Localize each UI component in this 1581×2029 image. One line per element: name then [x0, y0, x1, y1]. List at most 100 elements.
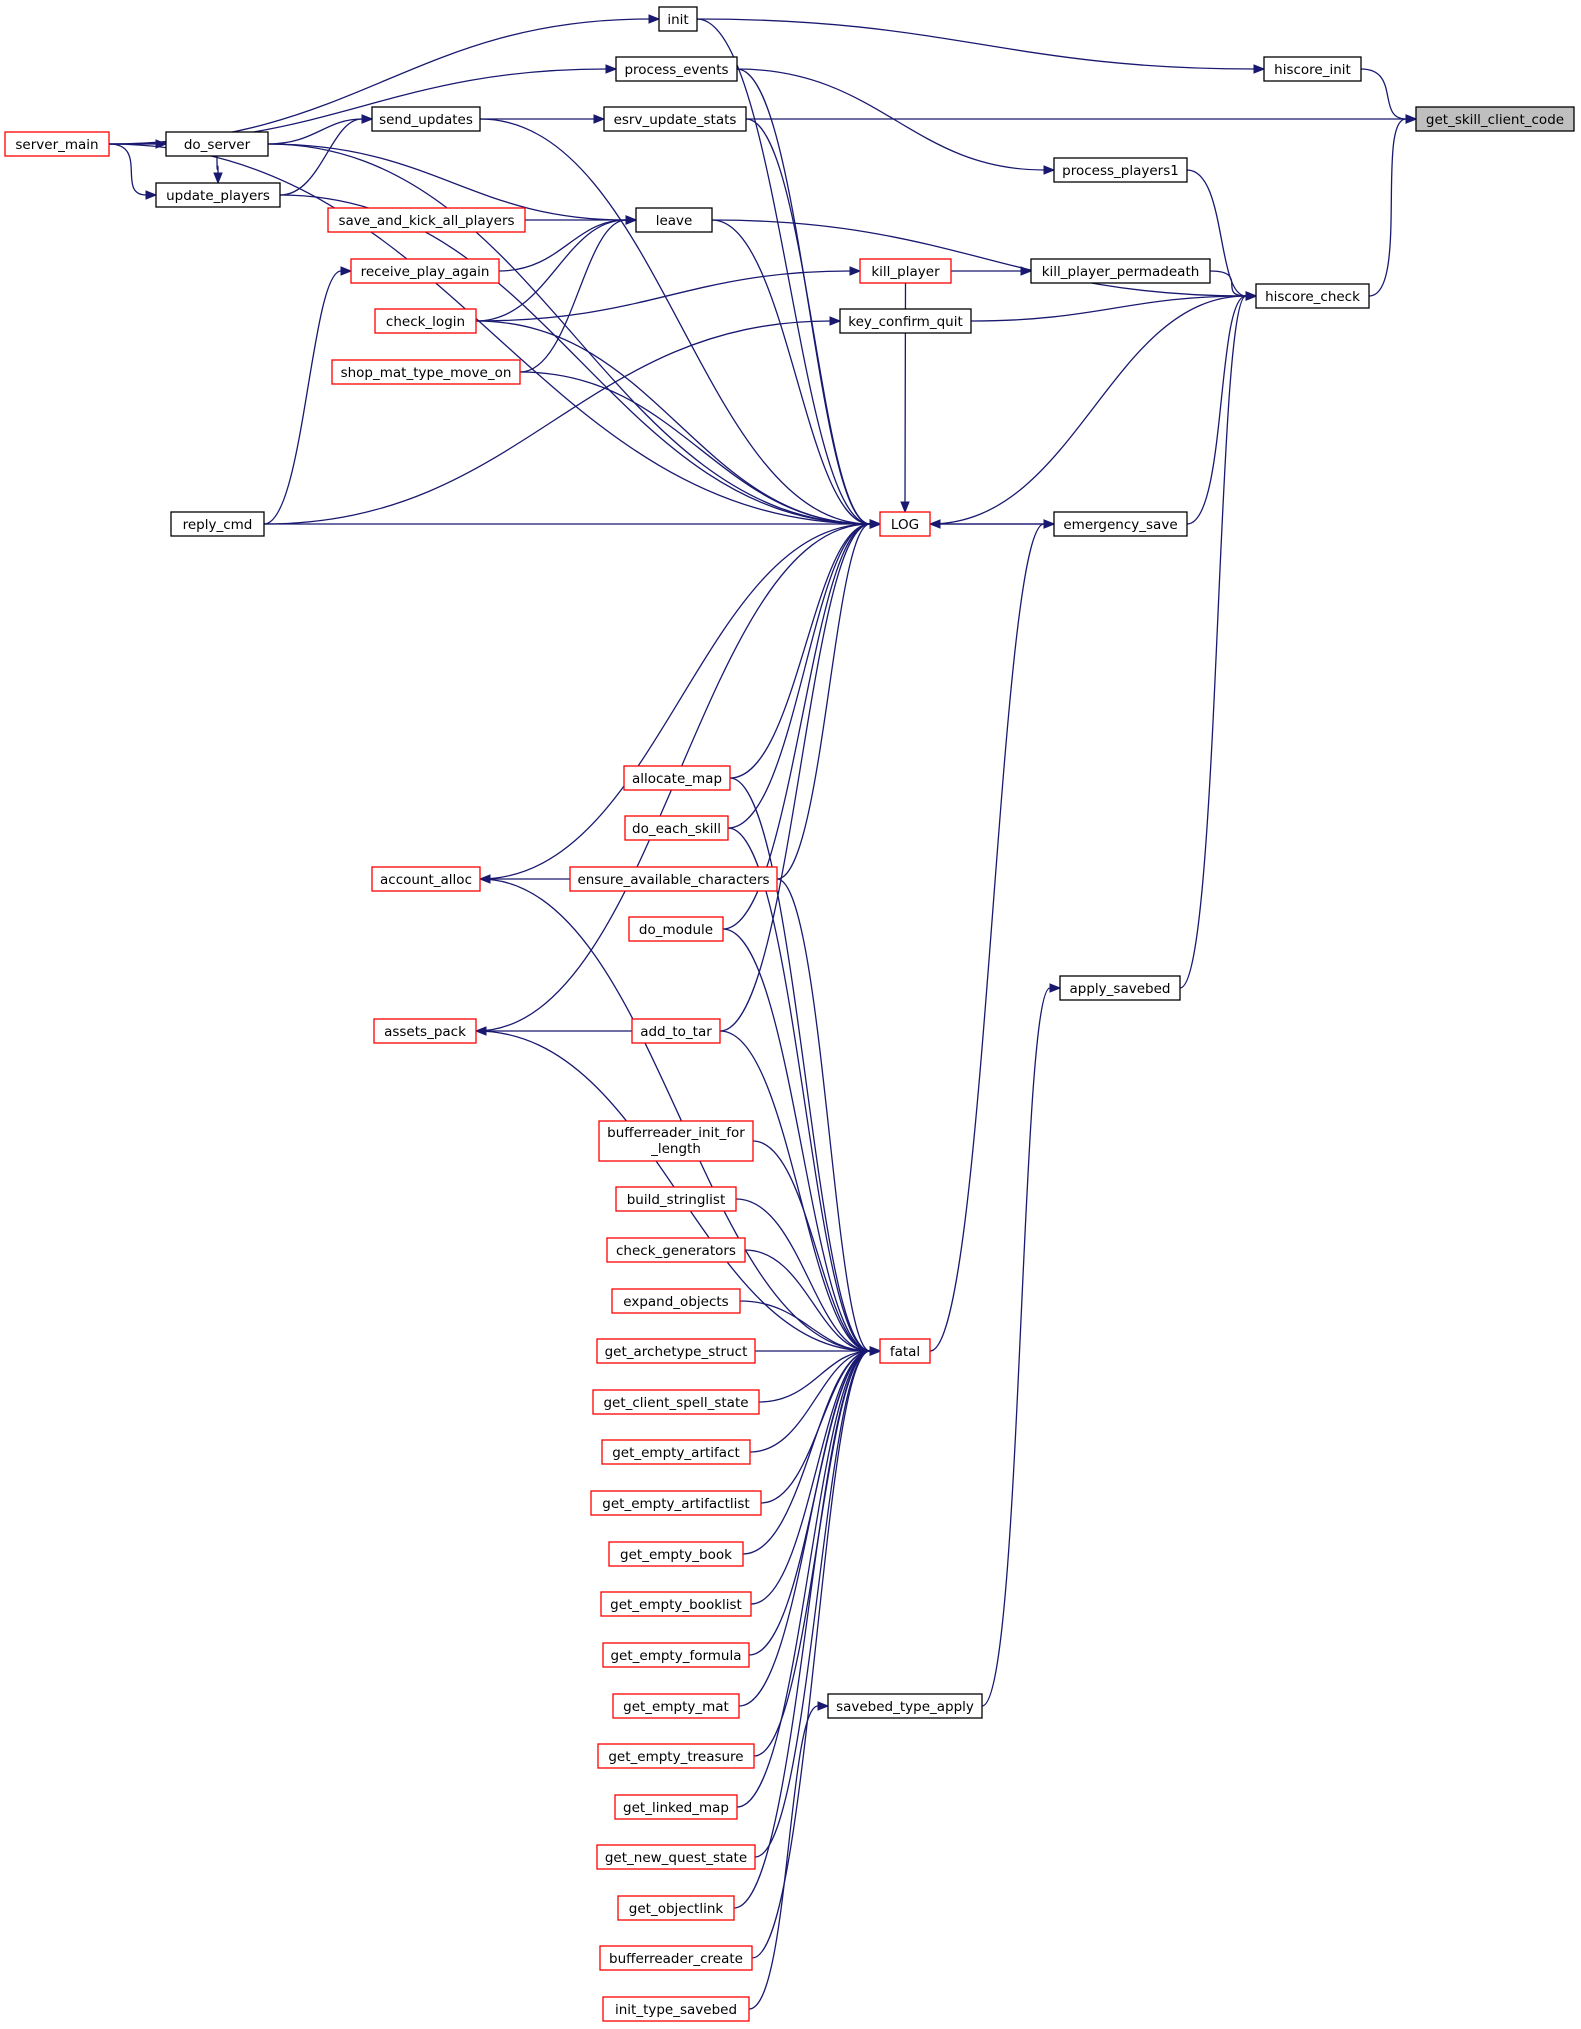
node-box-get_empty_artifactlist[interactable]	[590, 1490, 762, 1516]
node-add_to_tar[interactable]: add_to_tar	[631, 1018, 721, 1044]
node-esrv_update_stats[interactable]: esrv_update_stats	[603, 106, 747, 132]
node-box-save_and_kick_all_players[interactable]	[327, 207, 526, 233]
node-get_objectlink[interactable]: get_objectlink	[617, 1895, 735, 1921]
node-box-init[interactable]	[658, 6, 698, 32]
node-allocate_map[interactable]: allocate_map	[623, 765, 731, 791]
node-do_each_skill[interactable]: do_each_skill	[624, 815, 729, 841]
node-get_archetype_struct[interactable]: get_archetype_struct	[596, 1338, 756, 1364]
node-box-hiscore_init[interactable]	[1263, 56, 1362, 82]
node-box-check_generators[interactable]	[606, 1237, 746, 1263]
node-box-process_events[interactable]	[615, 56, 738, 82]
node-update_players[interactable]: update_players	[155, 182, 281, 208]
node-box-update_players[interactable]	[155, 182, 281, 208]
node-box-get_objectlink[interactable]	[617, 1895, 735, 1921]
node-save_and_kick_all_players[interactable]: save_and_kick_all_players	[327, 207, 526, 233]
node-box-apply_savebed[interactable]	[1059, 975, 1181, 1001]
node-box-get_linked_map[interactable]	[614, 1794, 738, 1820]
node-box-assets_pack[interactable]	[373, 1018, 477, 1044]
node-init[interactable]: init	[658, 6, 698, 32]
node-box-fatal[interactable]	[879, 1338, 931, 1364]
node-bufferreader_init_for_length[interactable]: bufferreader_init_for_length	[598, 1120, 754, 1162]
node-reply_cmd[interactable]: reply_cmd	[170, 511, 265, 537]
node-get_empty_book[interactable]: get_empty_book	[608, 1541, 744, 1567]
node-bufferreader_create[interactable]: bufferreader_create	[599, 1945, 753, 1971]
node-box-savebed_type_apply[interactable]	[827, 1693, 983, 1719]
node-box-process_players1[interactable]	[1053, 157, 1188, 183]
node-box-bufferreader_create[interactable]	[599, 1945, 753, 1971]
node-box-hiscore_check[interactable]	[1255, 283, 1370, 309]
node-emergency_save[interactable]: emergency_save	[1053, 511, 1188, 537]
node-box-bufferreader_init_for_length[interactable]	[598, 1120, 754, 1162]
node-box-get_empty_treasure[interactable]	[597, 1743, 755, 1769]
node-box-build_stringlist[interactable]	[615, 1186, 737, 1212]
node-receive_play_again[interactable]: receive_play_again	[350, 258, 500, 284]
node-leave[interactable]: leave	[635, 207, 713, 233]
node-box-emergency_save[interactable]	[1053, 511, 1188, 537]
node-box-get_client_spell_state[interactable]	[592, 1389, 760, 1415]
node-build_stringlist[interactable]: build_stringlist	[615, 1186, 737, 1212]
node-ensure_available_characters[interactable]: ensure_available_characters	[569, 866, 778, 892]
node-box-kill_player[interactable]	[859, 258, 952, 284]
node-key_confirm_quit[interactable]: key_confirm_quit	[839, 308, 972, 334]
node-box-account_alloc[interactable]	[371, 866, 481, 892]
node-get_empty_artifact[interactable]: get_empty_artifact	[601, 1439, 751, 1465]
node-get_empty_formula[interactable]: get_empty_formula	[602, 1642, 750, 1668]
node-box-get_empty_artifact[interactable]	[601, 1439, 751, 1465]
node-get_client_spell_state[interactable]: get_client_spell_state	[592, 1389, 760, 1415]
node-process_events[interactable]: process_events	[615, 56, 738, 82]
node-server_main[interactable]: server_main	[4, 131, 110, 157]
node-box-expand_objects[interactable]	[611, 1288, 741, 1314]
node-box-LOG[interactable]	[879, 511, 931, 537]
node-process_players1[interactable]: process_players1	[1053, 157, 1188, 183]
node-init_type_savebed[interactable]: init_type_savebed	[602, 1996, 750, 2022]
node-get_empty_treasure[interactable]: get_empty_treasure	[597, 1743, 755, 1769]
node-send_updates[interactable]: send_updates	[371, 106, 481, 132]
node-box-allocate_map[interactable]	[623, 765, 731, 791]
node-get_linked_map[interactable]: get_linked_map	[614, 1794, 738, 1820]
node-box-kill_player_permadeath[interactable]	[1030, 258, 1211, 284]
node-box-receive_play_again[interactable]	[350, 258, 500, 284]
node-shop_mat_type_move_on[interactable]: shop_mat_type_move_on	[331, 359, 521, 385]
node-box-get_empty_booklist[interactable]	[600, 1591, 752, 1617]
node-get_empty_booklist[interactable]: get_empty_booklist	[600, 1591, 752, 1617]
node-check_login[interactable]: check_login	[374, 308, 477, 334]
node-assets_pack[interactable]: assets_pack	[373, 1018, 477, 1044]
node-expand_objects[interactable]: expand_objects	[611, 1288, 741, 1314]
node-box-add_to_tar[interactable]	[631, 1018, 721, 1044]
node-savebed_type_apply[interactable]: savebed_type_apply	[827, 1693, 983, 1719]
node-box-esrv_update_stats[interactable]	[603, 106, 747, 132]
node-box-key_confirm_quit[interactable]	[839, 308, 972, 334]
node-box-check_login[interactable]	[374, 308, 477, 334]
node-account_alloc[interactable]: account_alloc	[371, 866, 481, 892]
node-apply_savebed[interactable]: apply_savebed	[1059, 975, 1181, 1001]
node-get_empty_mat[interactable]: get_empty_mat	[612, 1693, 740, 1719]
node-box-get_archetype_struct[interactable]	[596, 1338, 756, 1364]
node-get_skill_client_code[interactable]: get_skill_client_code	[1415, 106, 1575, 132]
node-hiscore_init[interactable]: hiscore_init	[1263, 56, 1362, 82]
node-hiscore_check[interactable]: hiscore_check	[1255, 283, 1370, 309]
node-box-shop_mat_type_move_on[interactable]	[331, 359, 521, 385]
node-box-get_new_quest_state[interactable]	[596, 1844, 756, 1870]
node-box-reply_cmd[interactable]	[170, 511, 265, 537]
node-box-server_main[interactable]	[4, 131, 110, 157]
node-kill_player[interactable]: kill_player	[859, 258, 952, 284]
node-box-do_each_skill[interactable]	[624, 815, 729, 841]
node-box-get_empty_book[interactable]	[608, 1541, 744, 1567]
node-get_empty_artifactlist[interactable]: get_empty_artifactlist	[590, 1490, 762, 1516]
node-box-get_skill_client_code[interactable]	[1415, 106, 1575, 132]
node-fatal[interactable]: fatal	[879, 1338, 931, 1364]
node-kill_player_permadeath[interactable]: kill_player_permadeath	[1030, 258, 1211, 284]
node-box-do_module[interactable]	[628, 916, 724, 942]
node-check_generators[interactable]: check_generators	[606, 1237, 746, 1263]
node-box-ensure_available_characters[interactable]	[569, 866, 778, 892]
node-box-send_updates[interactable]	[371, 106, 481, 132]
node-box-do_server[interactable]	[165, 131, 269, 157]
node-box-init_type_savebed[interactable]	[602, 1996, 750, 2022]
node-do_module[interactable]: do_module	[628, 916, 724, 942]
node-do_server[interactable]: do_server	[165, 131, 269, 157]
node-get_new_quest_state[interactable]: get_new_quest_state	[596, 1844, 756, 1870]
node-box-leave[interactable]	[635, 207, 713, 233]
node-box-get_empty_mat[interactable]	[612, 1693, 740, 1719]
node-LOG[interactable]: LOG	[879, 511, 931, 537]
node-box-get_empty_formula[interactable]	[602, 1642, 750, 1668]
